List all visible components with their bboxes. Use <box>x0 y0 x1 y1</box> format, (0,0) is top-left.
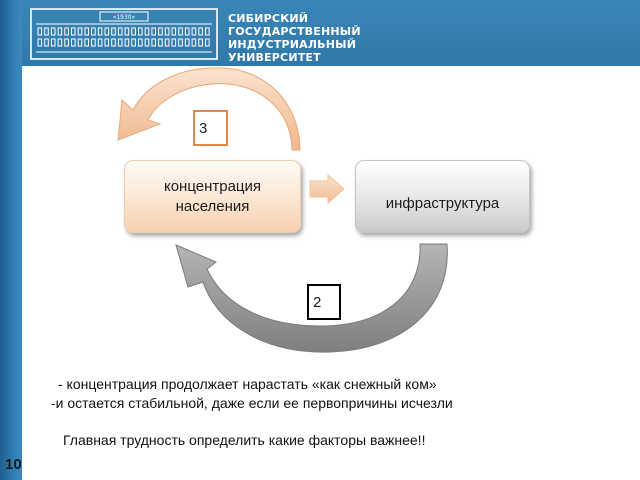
building-window <box>77 27 83 36</box>
building-window <box>44 38 49 47</box>
building-window <box>50 38 56 47</box>
building-window <box>91 38 96 47</box>
building-window <box>138 38 143 47</box>
building-window <box>131 27 136 36</box>
slide-number: 10 <box>5 456 22 473</box>
building-window <box>144 38 150 47</box>
building-window <box>117 38 123 47</box>
building-window <box>104 27 110 36</box>
loop-bottom-number-box: 2 <box>307 284 341 320</box>
building-window <box>198 27 203 36</box>
building-window <box>184 38 190 47</box>
node-population-label: концентрация населения <box>163 177 262 215</box>
note-line-2: -и остается стабильной, даже если ее пер… <box>51 395 453 411</box>
building-window <box>111 38 116 47</box>
university-name-line: УНИВЕРСИТЕТ <box>228 51 321 64</box>
bottom-loop-arrow <box>175 243 448 353</box>
building-window <box>44 27 49 36</box>
note-line-1: - концентрация продолжает нарастать «как… <box>58 376 437 392</box>
building-window <box>104 38 110 47</box>
small-right-arrow <box>309 173 345 205</box>
university-name: СИБИРСКИЙ ГОСУДАРСТВЕННЫЙ ИНДУСТРИАЛЬНЫЙ… <box>228 12 361 64</box>
node-infrastructure-label: инфраструктура <box>385 195 500 212</box>
left-side-bar <box>0 0 22 480</box>
building-window <box>84 38 90 47</box>
building-window <box>205 38 210 47</box>
building-window <box>191 27 197 36</box>
building-window <box>57 38 63 47</box>
building-window <box>178 27 183 36</box>
building-window <box>151 38 157 47</box>
loop-top-number: 3 <box>199 119 208 137</box>
university-name-line: ГОСУДАРСТВЕННЫЙ <box>228 25 361 38</box>
building-window <box>97 38 103 47</box>
building-window <box>111 27 116 36</box>
building-window <box>164 27 170 36</box>
building-window <box>171 27 177 36</box>
building-window <box>184 27 190 36</box>
building-window <box>178 38 183 47</box>
building-window <box>191 38 197 47</box>
building-window <box>71 27 76 36</box>
building-window <box>77 38 83 47</box>
building-window <box>164 38 170 47</box>
node-population-concentration: концентрация населения <box>124 160 301 233</box>
building-window <box>64 38 69 47</box>
building-window <box>151 27 157 36</box>
building-window <box>50 27 56 36</box>
building-window <box>205 27 210 36</box>
building-window <box>138 27 143 36</box>
building-window <box>37 27 43 36</box>
loop-top-number-box: 3 <box>193 110 228 146</box>
university-name-line: ИНДУСТРИАЛЬНЫЙ <box>228 38 357 51</box>
building-window <box>124 38 130 47</box>
building-window <box>84 27 90 36</box>
header-band <box>0 0 640 66</box>
building-window <box>37 38 43 47</box>
building-window <box>57 27 63 36</box>
building-window <box>144 27 150 36</box>
building-window <box>171 38 177 47</box>
building-window <box>131 38 136 47</box>
building-window <box>124 27 130 36</box>
university-name-line: СИБИРСКИЙ <box>228 12 309 25</box>
building-window <box>71 38 76 47</box>
note-line-3: Главная трудность определить какие факто… <box>63 432 426 448</box>
node-infrastructure: инфраструктура <box>355 160 530 233</box>
building-window <box>158 38 163 47</box>
building-window <box>198 38 203 47</box>
building-window <box>64 27 69 36</box>
building-window <box>97 27 103 36</box>
building-window <box>158 27 163 36</box>
building-window <box>91 27 96 36</box>
building-window <box>117 27 123 36</box>
university-building-logo: «1930» <box>30 8 218 60</box>
building-plate: «1930» <box>113 14 136 21</box>
top-loop-arrow <box>117 67 301 151</box>
loop-bottom-number: 2 <box>313 293 322 311</box>
